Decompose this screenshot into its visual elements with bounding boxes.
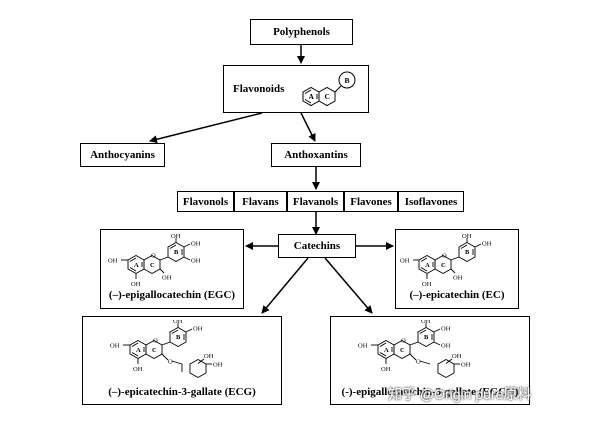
egcg-oh-label: OH — [441, 343, 451, 350]
ecg-oh-label: OH — [173, 320, 183, 325]
catechins-node: Catechins — [278, 234, 356, 258]
egcg-panel — [330, 316, 530, 405]
ecg-oh-label: OH — [213, 362, 223, 369]
egc-panel — [100, 229, 244, 309]
anthoxantins-label: Anthoxantins — [284, 149, 348, 161]
subclass-flavans: Flavans — [234, 191, 287, 212]
svg-text:A: A — [136, 347, 141, 354]
ecg-oh-label: OH — [204, 353, 214, 360]
ec-structure-icon: A C B O OH OH OH OH OH — [400, 233, 492, 288]
egcg-caption: (-)-epigallocatechin-3-gallate (EGCG) — [341, 386, 519, 398]
ec-caption: (–)-epicatechin (EC) — [409, 289, 505, 301]
svg-text:A: A — [384, 347, 389, 354]
ecg-panel — [82, 316, 282, 405]
arrow-catechins-to-egcg — [324, 257, 373, 314]
egcg-oh-label: OH — [452, 353, 462, 360]
ecg-ester-oxygen-label: O — [168, 359, 173, 366]
svg-text:A: A — [425, 262, 430, 269]
ec-ring-oxygen-label: O — [442, 253, 447, 260]
subclass-isoflavones-label: Isoflavones — [404, 195, 458, 208]
egcg-oh-label: OH — [358, 343, 368, 350]
ring-a-label: A — [309, 92, 315, 101]
svg-text:B: B — [465, 249, 470, 256]
svg-text:C: C — [150, 262, 155, 269]
ec-panel — [395, 229, 519, 309]
ec-oh-label: OH — [482, 241, 492, 248]
ecg-caption: (–)-epicatechin-3-gallate (ECG) — [108, 386, 256, 398]
egcg-ring-oxygen-label: O — [401, 338, 406, 345]
ecg-oh-label: OH — [193, 326, 203, 333]
arrow-flavonoids-to-anthoxantins — [300, 112, 316, 142]
subclass-flavones: Flavones — [344, 191, 398, 212]
polyphenols-label: Polyphenols — [273, 26, 330, 38]
egcg-oh-label: OH — [381, 366, 391, 373]
egcg-structure-icon: A C B O O OH OH OH OH OH OH OH — [358, 320, 471, 379]
subclass-flavones-label: Flavones — [350, 195, 392, 208]
flavonoids-label: Flavonoids — [233, 83, 285, 95]
ec-oh-label: OH — [453, 275, 463, 282]
arrow-flavonoids-to-anthocyanins — [149, 112, 263, 144]
flavonoids-node: Flavonoids A C B — [223, 65, 369, 113]
egc-oh-label: OH — [108, 258, 118, 265]
ring-c-label: C — [325, 92, 330, 101]
egcg-oh-label: OH — [421, 320, 431, 325]
polyphenols-node: Polyphenols — [250, 19, 353, 45]
svg-text:C: C — [152, 347, 157, 354]
subclass-flavans-label: Flavans — [242, 195, 279, 208]
svg-text:B: B — [176, 334, 181, 341]
ecg-ring-oxygen-label: O — [153, 338, 158, 345]
egcg-oh-label: OH — [461, 362, 471, 369]
subclass-flavanols-label: Flavanols — [292, 195, 339, 208]
arrow-catechins-to-ecg — [261, 257, 309, 314]
svg-text:A: A — [134, 262, 139, 269]
subclass-flavanols: Flavanols — [287, 191, 344, 212]
subclass-flavonols-label: Flavonols — [182, 195, 229, 208]
ecg-oh-label: OH — [133, 366, 143, 373]
egcg-ester-oxygen-label: O — [416, 359, 421, 366]
watermark: 知乎 @Origin pure原料 — [388, 386, 532, 402]
ec-oh-label: OH — [422, 281, 432, 288]
egc-caption: (–)-epigallocatechin (EGC) — [108, 289, 236, 301]
svg-text:B: B — [424, 334, 429, 341]
svg-text:B: B — [174, 249, 179, 256]
ecg-oh-label: OH — [110, 343, 120, 350]
anthoxantins-node: Anthoxantins — [271, 143, 361, 167]
subclass-isoflavones: Isoflavones — [398, 191, 464, 212]
flavan-skeleton-icon: A C B — [302, 71, 356, 107]
ec-oh-label: OH — [400, 258, 410, 265]
egc-oh-label: OH — [191, 241, 201, 248]
ring-b-label: B — [345, 76, 350, 85]
egc-oh-label: OH — [131, 281, 141, 288]
svg-text:C: C — [400, 347, 405, 354]
catechins-label: Catechins — [293, 240, 341, 252]
egc-oh-label: OH — [171, 233, 181, 240]
anthocyanins-node: Anthocyanins — [80, 143, 165, 167]
ecg-structure-icon: A C B O O OH OH OH OH OH OH — [110, 320, 223, 379]
anthocyanins-label: Anthocyanins — [90, 149, 155, 161]
egc-ring-oxygen-label: O — [151, 253, 156, 260]
egc-structure-icon: A C B O OH OH OH OH OH OH — [108, 233, 201, 288]
egc-oh-label: OH — [162, 275, 172, 282]
egcg-oh-label: OH — [441, 326, 451, 333]
subclass-flavonols: Flavonols — [177, 191, 234, 212]
egc-oh-label: OH — [191, 258, 201, 265]
svg-text:C: C — [441, 262, 446, 269]
ec-oh-label: OH — [462, 233, 472, 240]
